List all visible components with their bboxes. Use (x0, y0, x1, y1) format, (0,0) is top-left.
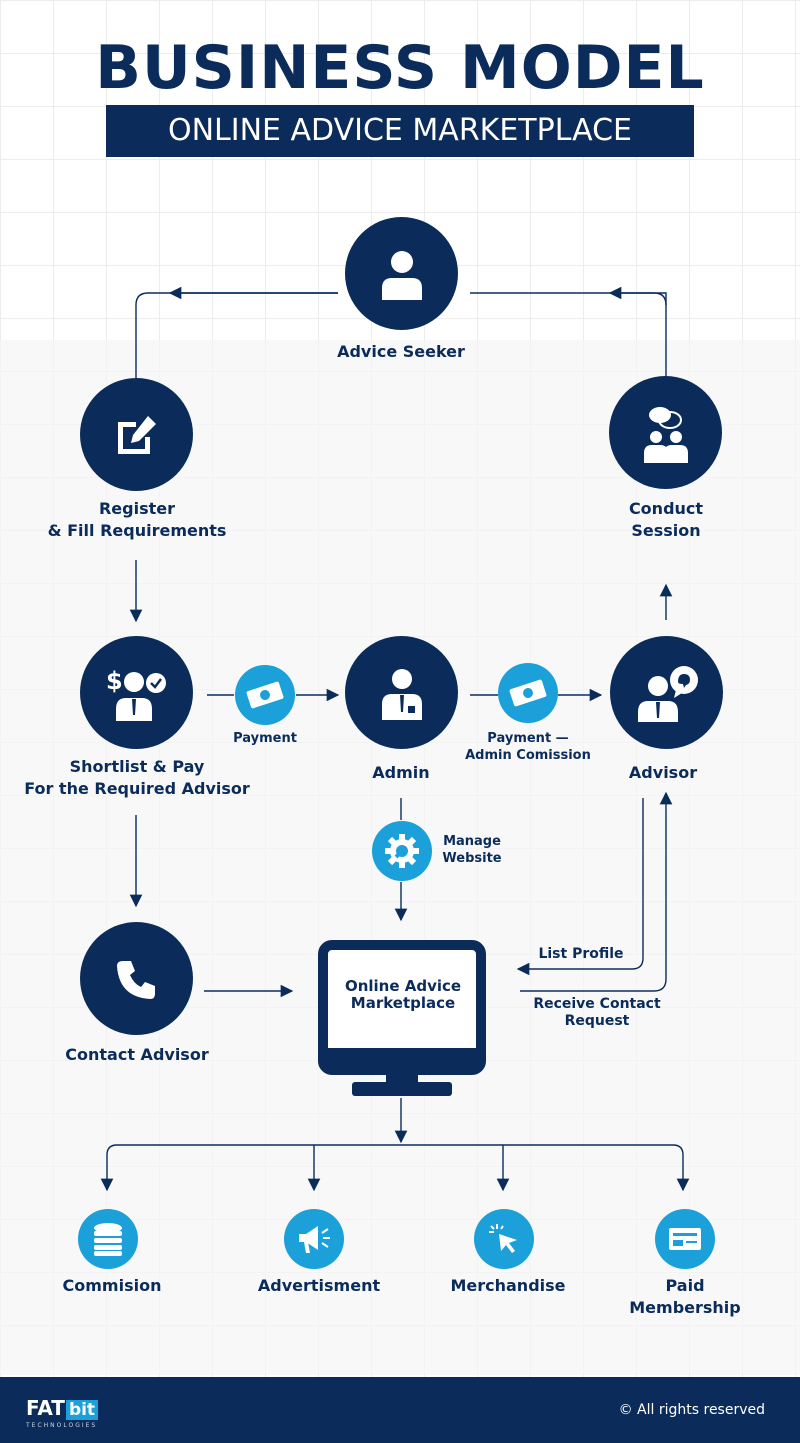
marketplace-label: Online Advice Marketplace (344, 977, 462, 1012)
advice-seeker-label: Advice Seeker (337, 342, 465, 361)
receive-contact-request-label: Receive Contact Request (533, 996, 661, 1029)
svg-text:$: $ (106, 667, 123, 695)
contact-advisor-label: Contact Advisor (65, 1045, 209, 1064)
admin-person-icon (381, 668, 422, 720)
advertisment-label: Advertisment (257, 1276, 381, 1295)
page-subtitle: ONLINE ADVICE MARKETPLACE (106, 105, 694, 157)
phone-icon (116, 960, 155, 999)
manage-website-label: Manage Website (442, 834, 502, 866)
list-profile-label: List Profile (538, 946, 624, 962)
payment-label-left: Payment (233, 731, 297, 746)
commision-label: Commision (62, 1276, 162, 1295)
paid-membership-label: Paid Membership (629, 1276, 741, 1317)
edge-receive-request (520, 791, 673, 992)
megaphone-icon (299, 1226, 330, 1253)
gear-wrench-icon (385, 834, 419, 868)
coin-stack-icon (94, 1223, 122, 1256)
edit-form-icon (117, 415, 156, 454)
admin-label: Admin (372, 763, 430, 782)
membership-card-icon (669, 1228, 701, 1250)
edge-list-profile (516, 798, 644, 976)
register-label: Register & Fill Requirements (47, 499, 227, 540)
cursor-click-icon (489, 1224, 517, 1253)
money-bill-icon (246, 681, 284, 709)
register-node (80, 378, 193, 491)
person-icon (381, 250, 422, 300)
admin-node (345, 636, 458, 749)
copyright-text: © All rights reserved (618, 1402, 765, 1418)
advisor-node (610, 636, 723, 749)
advertisment-node (284, 1209, 344, 1269)
commision-node (78, 1209, 138, 1269)
conduct-session-label: Conduct Session (628, 499, 704, 540)
chat-people-icon (643, 406, 688, 463)
advice-seeker-node (345, 217, 458, 330)
payment-icon-right (498, 663, 558, 723)
advisor-speech-icon (637, 665, 698, 722)
edge-seeker-to-register (135, 292, 338, 378)
payment-admin-commission-label: Payment — Admin Comission (465, 731, 591, 763)
monitor-icon (318, 940, 486, 1096)
manage-website-icon (372, 821, 432, 881)
advisor-select-icon: $ (106, 667, 166, 721)
merchandise-node (474, 1209, 534, 1269)
payment-icon-left (235, 665, 295, 725)
shortlist-pay-node: $ (80, 636, 193, 749)
money-bill-icon (509, 679, 547, 707)
conduct-session-node (609, 376, 722, 489)
edge-conduct-to-seeker (470, 292, 667, 376)
contact-advisor-node (80, 922, 193, 1035)
advisor-label: Advisor (628, 763, 698, 782)
shortlist-pay-label: Shortlist & Pay For the Required Advisor (24, 757, 250, 798)
paid-membership-node (655, 1209, 715, 1269)
merchandise-label: Merchandise (450, 1276, 566, 1295)
page-title: BUSINESS MODEL (95, 33, 705, 103)
